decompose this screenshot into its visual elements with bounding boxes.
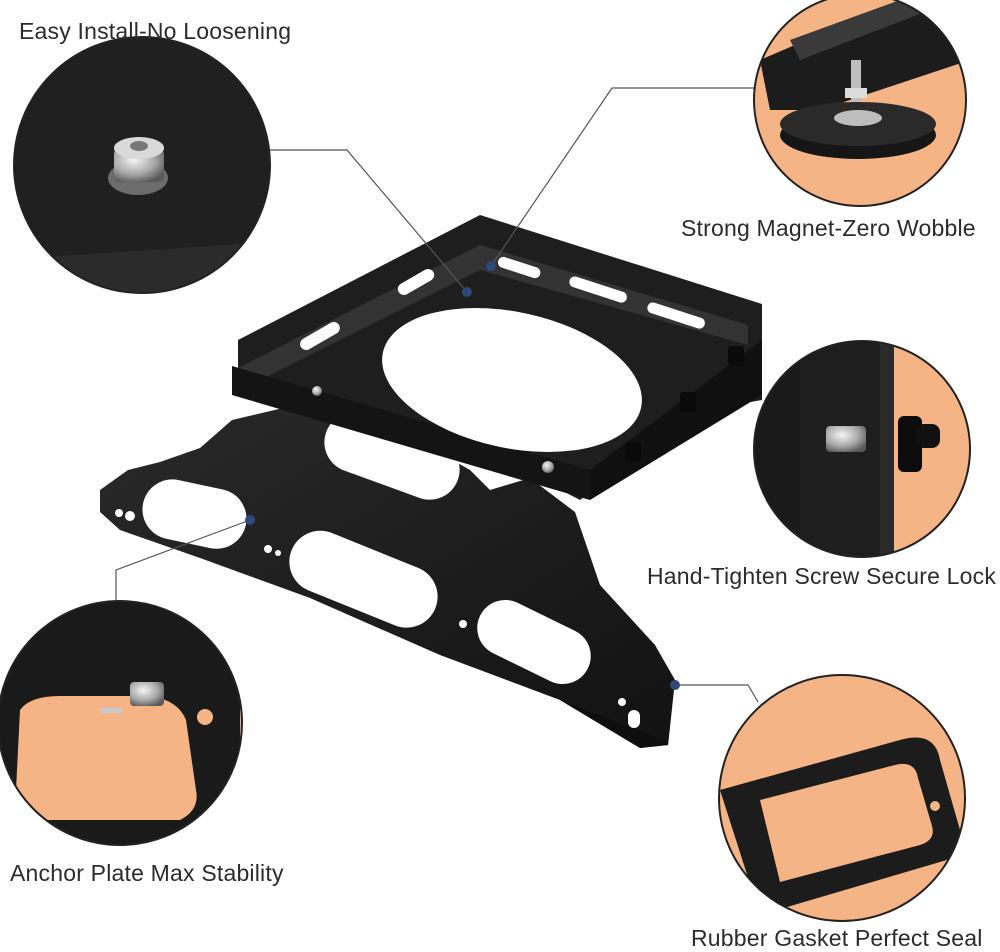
detail-magnet <box>753 0 967 207</box>
caption-gasket: Rubber Gasket Perfect Seal <box>691 925 983 951</box>
mount-bracket <box>100 215 762 748</box>
leader-lines <box>115 87 759 703</box>
detail-screw <box>753 340 971 558</box>
pointer-dots <box>245 261 680 690</box>
detail-anchor-plate <box>0 600 243 846</box>
tray-center-hole <box>382 308 642 452</box>
caption-anchor: Anchor Plate Max Stability <box>10 860 284 886</box>
caption-magnet: Strong Magnet-Zero Wobble <box>681 215 976 241</box>
caption-install: Easy Install-No Loosening <box>19 18 292 44</box>
detail-install-bolt <box>13 36 271 294</box>
caption-screw: Hand-Tighten Screw Secure Lock <box>647 563 997 589</box>
anchor-plate-cutouts <box>115 412 640 728</box>
detail-rubber-gasket <box>718 674 966 922</box>
